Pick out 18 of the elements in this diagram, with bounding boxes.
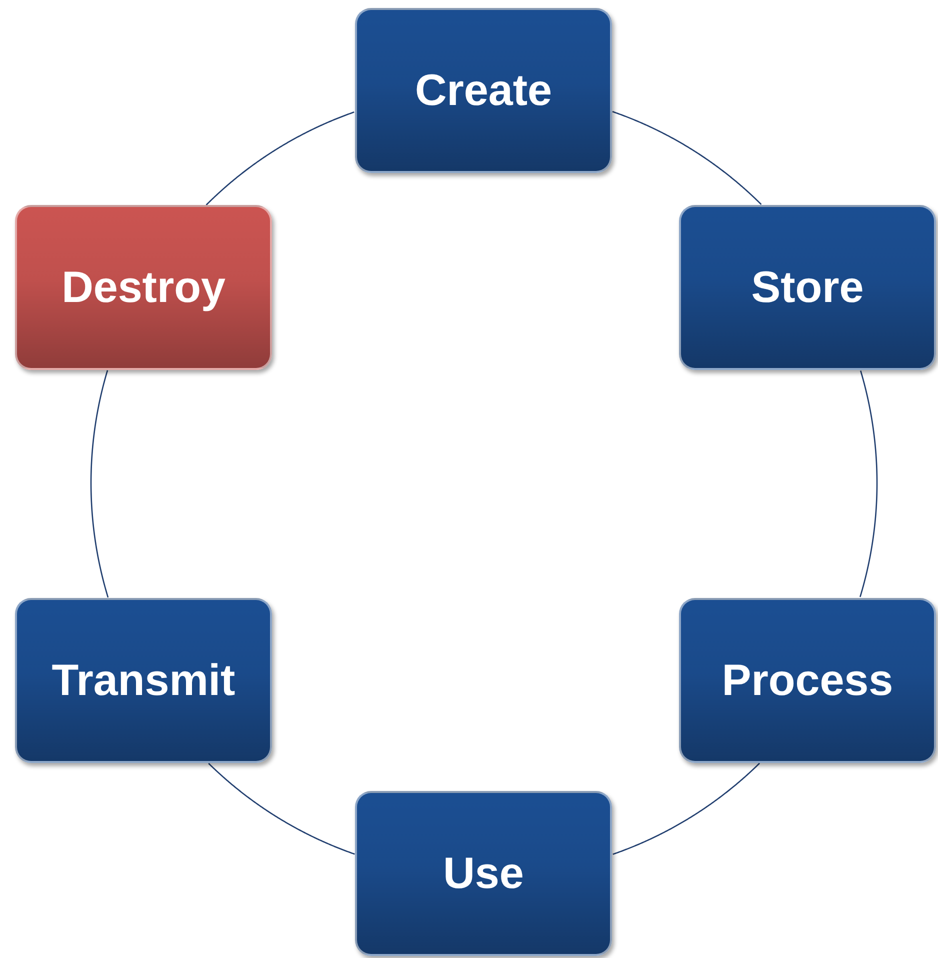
step-label: Process — [722, 656, 894, 706]
step-label: Create — [415, 66, 552, 116]
step-label: Store — [751, 262, 864, 312]
connector-arc — [859, 370, 878, 598]
process-box — [15, 205, 272, 370]
connector-arc — [208, 762, 355, 855]
connector-arc — [612, 762, 760, 855]
connector-arc — [612, 110, 762, 205]
step-label: Destroy — [62, 262, 226, 312]
process-box — [679, 598, 936, 763]
process-box — [15, 598, 272, 763]
process-box — [355, 791, 612, 956]
connector-arc — [206, 111, 354, 206]
connector-arc — [90, 370, 109, 598]
process-box — [355, 8, 612, 173]
process-box — [679, 205, 936, 370]
step-label: Transmit — [52, 656, 236, 706]
step-label: Use — [443, 848, 524, 898]
